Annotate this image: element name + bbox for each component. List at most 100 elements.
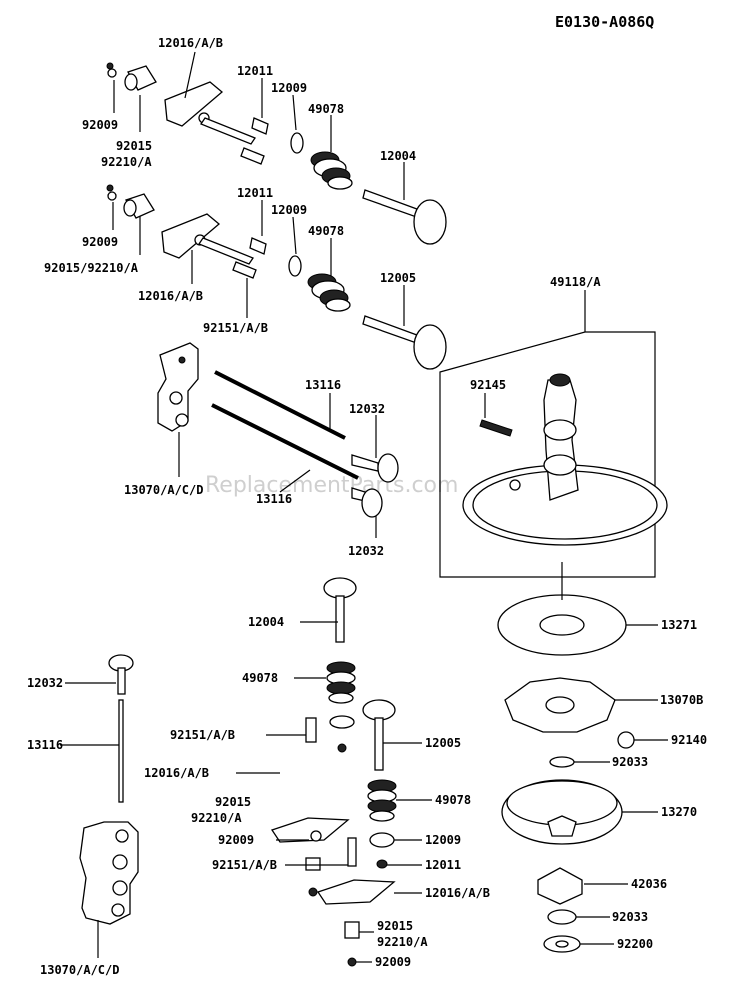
nut-12011-a	[251, 117, 269, 135]
nut-92009-b	[106, 184, 114, 192]
label-12009-a: 12009	[271, 81, 307, 95]
rocker-assembly-lower	[106, 184, 447, 370]
gear-42036	[537, 867, 583, 905]
label-12005-b: 12005	[425, 736, 461, 750]
retainer-12009-a	[290, 132, 304, 154]
label-49078-b: 49078	[308, 224, 344, 238]
label-92151-c: 92151/A/B	[212, 858, 277, 872]
label-92033-a: 92033	[612, 755, 648, 769]
label-12016-b: 12016/A/B	[138, 289, 203, 303]
rocker-arm-12016-c	[270, 817, 350, 843]
label-12016-d: 12016/A/B	[425, 886, 490, 900]
adjuster-92151-d	[347, 837, 357, 867]
label-12011-a: 12011	[237, 64, 273, 78]
label-12011-b: 12011	[237, 186, 273, 200]
label-42036: 42036	[631, 877, 667, 891]
ring-92033-b	[547, 909, 577, 925]
label-92145: 92145	[470, 378, 506, 392]
valve-12005-b-head	[362, 699, 396, 721]
label-12004-b: 12004	[248, 615, 284, 629]
rocker-arm-12016-d	[316, 879, 396, 905]
label-92015-c: 92015	[377, 919, 413, 933]
leader-lines	[60, 51, 668, 963]
pin-92145	[479, 419, 513, 437]
label-92151-a: 92151/A/B	[203, 321, 268, 335]
tappet-pushrod-group	[157, 342, 399, 518]
nut-92009-a	[106, 62, 114, 70]
ball-92140	[617, 731, 635, 749]
nut-12011-c	[376, 859, 388, 869]
label-92015-a: 92015	[116, 139, 152, 153]
rocker-arm-12016-a	[164, 81, 224, 127]
pushrod-13116-c	[118, 699, 124, 803]
label-12011-c: 12011	[425, 858, 461, 872]
label-92009-a: 92009	[82, 118, 118, 132]
label-12005-a: 12005	[380, 271, 416, 285]
spring-49078-d	[367, 779, 397, 822]
label-12016-top: 12016/A/B	[158, 36, 223, 50]
label-92009-c: 92009	[218, 833, 254, 847]
labels: 12016/A/B 12011 12009 49078 92009 92015 …	[27, 36, 707, 977]
governor-stack	[497, 594, 635, 953]
label-92009-d: 92009	[375, 955, 411, 969]
valve-12005-b-stem	[374, 717, 384, 771]
label-12032-c: 12032	[27, 676, 63, 690]
label-13270: 13270	[661, 805, 697, 819]
label-12009-c: 12009	[425, 833, 461, 847]
label-13116-b: 13116	[256, 492, 292, 506]
adjuster-92151-c	[305, 717, 317, 743]
spring-49078-b	[307, 273, 351, 312]
label-92015-b: 92015	[215, 795, 251, 809]
label-12032-a: 12032	[349, 402, 385, 416]
label-92151-b: 92151/A/B	[170, 728, 235, 742]
tappet-12032-a	[377, 453, 399, 483]
label-49078-c: 49078	[242, 671, 278, 685]
nut-92009-d	[347, 957, 357, 967]
bushing-92015-c	[305, 857, 321, 871]
retainer-12009-b	[288, 255, 302, 277]
valve-12005-a-head	[413, 324, 447, 370]
label-92033-b: 92033	[612, 910, 648, 924]
nut-12011-b	[249, 237, 267, 255]
label-49078-d: 49078	[435, 793, 471, 807]
rocker-arm-12016-b	[161, 213, 221, 259]
label-49118: 49118/A	[550, 275, 601, 289]
label-13116-a: 13116	[305, 378, 341, 392]
ring-92033-a	[549, 756, 575, 768]
nut-92009-c	[308, 887, 318, 897]
camshaft-frame	[439, 331, 656, 578]
label-13070-a: 13070/A/C/D	[124, 483, 203, 497]
adjuster-92151-b	[232, 261, 257, 279]
watermark: ReplacementParts.com	[205, 473, 458, 498]
spring-49078-c	[326, 661, 356, 704]
retainer-12009-c	[369, 832, 395, 848]
label-12009-b: 12009	[271, 203, 307, 217]
diagram-id: E0130-A086Q	[555, 13, 654, 31]
label-92015-92210: 92015/92210/A	[44, 261, 139, 275]
valve-12004-a-head	[413, 199, 447, 245]
tappet-12032-b	[361, 488, 383, 518]
pushrod-13116-b	[211, 403, 359, 480]
label-92140: 92140	[671, 733, 707, 747]
label-92200: 92200	[617, 937, 653, 951]
left-lower-parts	[79, 654, 139, 925]
label-13070-b: 13070/A/C/D	[40, 963, 119, 977]
label-13116-c: 13116	[27, 738, 63, 752]
pushrod-13116-a	[214, 370, 346, 440]
label-49078-a: 49078	[308, 102, 344, 116]
camshaft-box	[439, 331, 668, 578]
label-92210-c: 92210/A	[377, 935, 428, 949]
label-12032-b: 12032	[348, 544, 384, 558]
plate-13070-b	[79, 821, 139, 925]
label-92210-b: 92210/A	[191, 811, 242, 825]
bushing-92015-d	[344, 921, 360, 939]
label-12004-a: 12004	[380, 149, 416, 163]
label-92009-b: 92009	[82, 235, 118, 249]
valve-12004-b-head	[323, 577, 357, 599]
label-13271: 13271	[661, 618, 697, 632]
adjuster-92151-a	[240, 147, 265, 165]
valve-train-lower	[270, 577, 397, 967]
label-92210-a: 92210/A	[101, 155, 152, 169]
